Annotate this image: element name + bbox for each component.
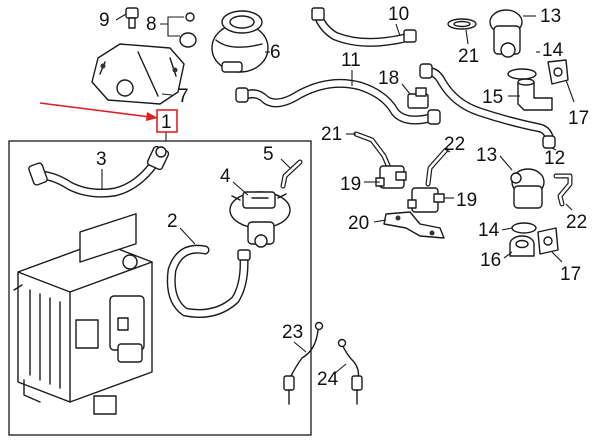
- part-24-sensor: [337, 338, 363, 405]
- leader-21: [465, 29, 469, 45]
- label-21: 21: [458, 46, 479, 67]
- label-24: 24: [317, 369, 339, 390]
- label-22-lower: 22: [566, 212, 587, 233]
- leader-18: [401, 83, 411, 95]
- leader-4: [232, 181, 249, 196]
- red-pointer-arrow: [39, 102, 151, 118]
- label-13-lower: 13: [476, 145, 497, 166]
- label-6: 6: [270, 42, 281, 63]
- label-15: 15: [482, 87, 503, 108]
- label-16: 16: [480, 250, 501, 271]
- leader-14b: [501, 227, 513, 231]
- leader-20: [373, 219, 387, 223]
- highlight-box-1: [156, 109, 178, 133]
- part-6-air-pump: [211, 10, 269, 73]
- label-14: 14: [542, 40, 564, 61]
- part-23-sensor: [283, 321, 324, 405]
- assembly-box: [8, 140, 312, 436]
- leader-10: [395, 23, 401, 37]
- leader-2: [179, 227, 196, 245]
- part-22-pipe-right: [553, 173, 573, 207]
- part-21-wire: [353, 131, 393, 173]
- part-17-plate-top: [547, 59, 569, 85]
- label-19-lower: 19: [456, 190, 477, 211]
- part-3-hose: [28, 145, 170, 198]
- label-12: 12: [544, 148, 565, 169]
- label-7: 7: [178, 86, 189, 107]
- label-18: 18: [378, 68, 399, 89]
- part-17-plate-lower: [537, 227, 559, 255]
- label-17-lower: 17: [560, 264, 581, 285]
- part-16-flange: [509, 235, 535, 257]
- part-20-bracket: [383, 211, 445, 239]
- leader-24: [333, 363, 347, 375]
- label-13: 13: [540, 6, 561, 27]
- leader-22: [445, 149, 451, 153]
- label-8: 8: [146, 14, 157, 35]
- leader-5: [280, 158, 291, 169]
- label-20: 20: [348, 213, 369, 234]
- part-1-canister: [13, 213, 153, 415]
- leader-7: [161, 93, 173, 96]
- part-19-solenoid-lower: [407, 187, 445, 213]
- part-22-pipe: [425, 147, 449, 187]
- leader-16: [503, 251, 513, 259]
- part-19-solenoid-upper: [375, 165, 407, 189]
- red-arrowhead: [146, 112, 158, 121]
- part-5-pipe: [280, 159, 303, 189]
- leader-12: [551, 147, 557, 151]
- part-10-hose: [311, 7, 417, 47]
- part-4-valve: [229, 191, 291, 248]
- label-10: 10: [388, 4, 409, 25]
- part-14-gasket-top: [507, 68, 537, 80]
- part-12-hose: [419, 63, 556, 149]
- leader-9: [115, 13, 127, 21]
- label-5: 5: [263, 144, 274, 165]
- label-21-lower: 21: [321, 124, 342, 145]
- label-22: 22: [444, 134, 465, 155]
- label-1: 1: [161, 112, 172, 133]
- part-2-hose: [166, 244, 251, 318]
- leader-17: [565, 79, 575, 103]
- label-3: 3: [96, 149, 107, 170]
- label-4: 4: [220, 166, 231, 187]
- part-11-hose: [235, 78, 441, 125]
- leader-8: [160, 16, 184, 37]
- label-19: 19: [340, 174, 361, 195]
- label-9: 9: [99, 10, 110, 31]
- part-13-valve-lower: [510, 168, 545, 209]
- part-15-elbow: [517, 78, 553, 111]
- label-17: 17: [568, 108, 589, 129]
- label-23: 23: [282, 322, 303, 343]
- part-18-clip: [407, 87, 429, 109]
- part-14-gasket-lower: [511, 222, 537, 234]
- leader-23: [293, 341, 307, 353]
- label-11: 11: [341, 50, 361, 71]
- part-13-valve-top: [489, 9, 523, 58]
- label-14-lower: 14: [478, 220, 500, 241]
- part-7-bracket: [91, 43, 185, 105]
- label-2: 2: [167, 211, 178, 232]
- part-21-gasket-top: [447, 18, 477, 30]
- part-8-grommet: [179, 12, 197, 48]
- part-9-bolt: [125, 7, 139, 29]
- leader-13b: [499, 155, 513, 171]
- leader-17b: [551, 251, 563, 263]
- leader-22b: [565, 203, 573, 211]
